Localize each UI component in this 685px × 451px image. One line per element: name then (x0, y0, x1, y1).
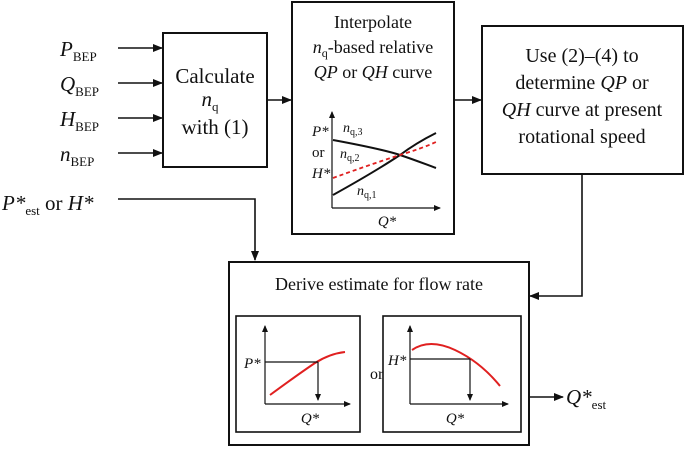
right-plot-head-curve (411, 343, 501, 387)
interp-curve-nq2-dashed (332, 141, 437, 179)
determine-line1: Use (2)–(4) to (525, 45, 638, 67)
interp-label-nq1: nq,1 (357, 184, 377, 201)
derive-right-plot: H* Q* (387, 325, 509, 427)
right-plot-xlabel: Q* (446, 411, 465, 427)
right-plot-ylabel: H* (387, 353, 407, 369)
interpolate-box (291, 1, 455, 235)
input-label-p-bep: PBEP (59, 37, 97, 64)
input-label-n-bep: nBEP (60, 142, 94, 169)
left-plot-ylabel: P* (243, 356, 261, 372)
determine-line4: rotational speed (518, 126, 645, 148)
determine-curve-box (481, 25, 684, 175)
determine-line2: determine QP or (515, 72, 649, 94)
arrow-estimate-input-to-derive (118, 198, 259, 261)
interpolate-line1: Interpolate (334, 12, 412, 32)
derive-left-plot-frame (235, 315, 361, 433)
interpolate-line3: QP or QH curve (314, 62, 432, 82)
determine-line3: QH curve at present (502, 99, 663, 121)
input-label-h-bep: HBEP (59, 107, 99, 134)
interp-label-nq3: nq,3 (343, 121, 363, 138)
input-label-q-bep: QBEP (60, 72, 99, 99)
calculate-nq-symbol: nq (202, 87, 220, 114)
derive-title: Derive estimate for flow rate (275, 274, 483, 294)
left-plot-xlabel: Q* (301, 411, 320, 427)
estimate-input-label: P*est or H* (1, 191, 94, 218)
derive-or-label: or (370, 366, 384, 383)
interp-xlabel: Q* (378, 214, 397, 230)
interpolate-line2: nq-based relative (313, 37, 433, 60)
interp-ylabel-or: or (312, 145, 325, 161)
arrow-determine-to-derive (529, 174, 583, 300)
calculate-line3: with (1) (181, 115, 248, 139)
derive-right-plot-frame (382, 315, 522, 433)
output-label: Q*est (566, 385, 607, 412)
derive-left-plot: P* Q* (243, 325, 351, 427)
interp-ylabel-p: P* (311, 124, 329, 140)
interp-label-nq2: nq,2 (340, 147, 360, 164)
calculate-nq-box (162, 32, 268, 168)
interp-ylabel-h: H* (311, 166, 331, 182)
interpolate-plot: P* or H* nq,3 nq,2 nq,1 Q* (311, 111, 441, 230)
left-plot-power-curve (269, 351, 346, 396)
calculate-line1: Calculate (175, 64, 254, 88)
